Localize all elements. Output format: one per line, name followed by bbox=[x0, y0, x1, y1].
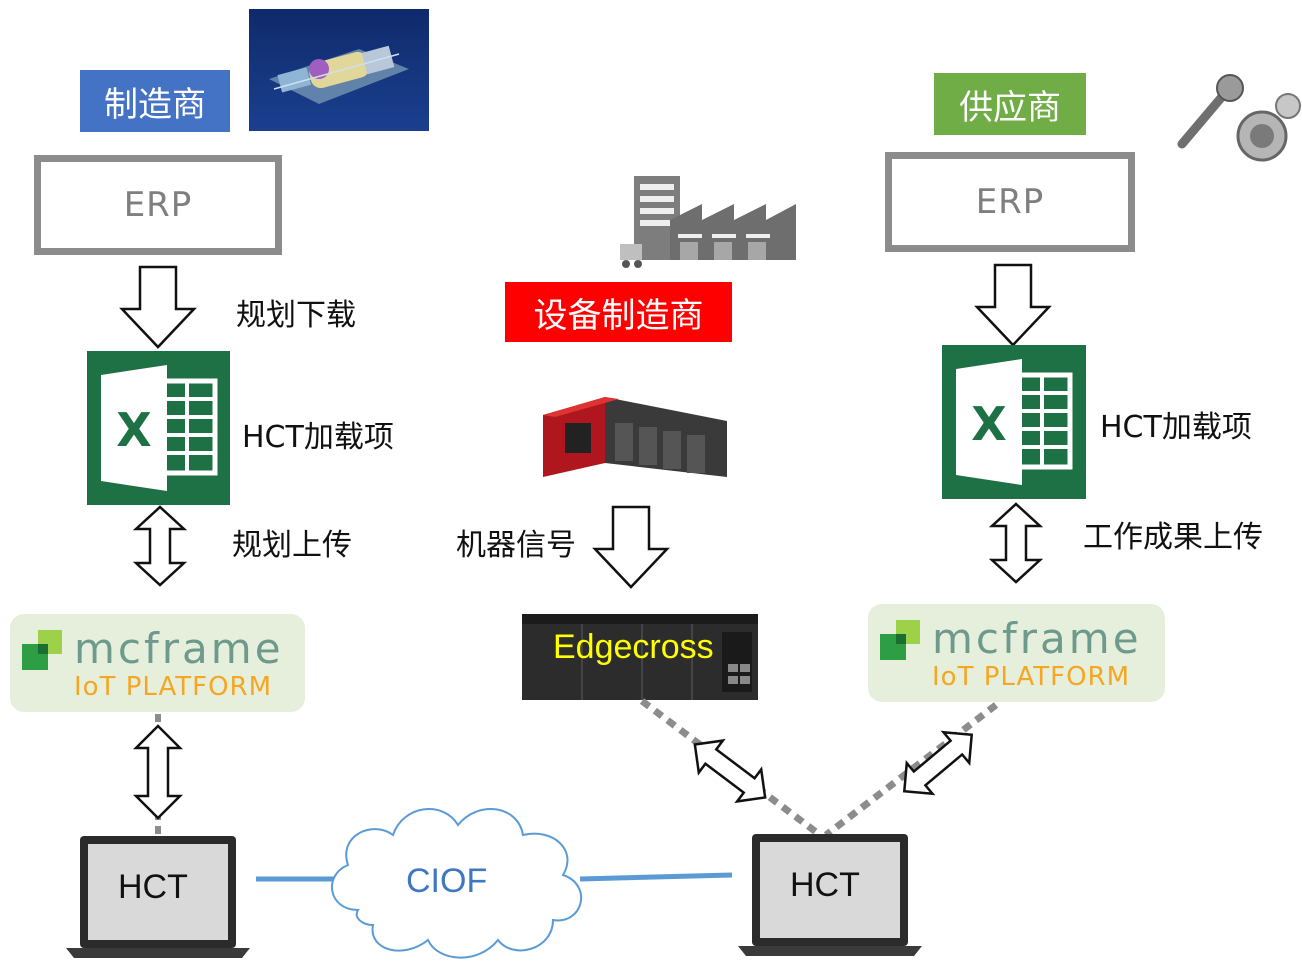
equipment-maker-tag: 设备制造商 bbox=[505, 282, 732, 342]
mcframe-logo-right: mcframe IoT PLATFORM bbox=[868, 604, 1165, 702]
manufacturer-tag: 制造商 bbox=[80, 70, 230, 132]
svg-text:X: X bbox=[116, 403, 151, 457]
supplier-erp-box: ERP bbox=[885, 152, 1135, 252]
mcframe-word: mcframe bbox=[932, 614, 1142, 663]
factory-icon bbox=[620, 176, 796, 268]
laptop-left bbox=[66, 836, 250, 958]
signal-arrow bbox=[592, 505, 670, 589]
edgecross-label: Edgecross bbox=[553, 628, 714, 666]
mcframe-mark-icon bbox=[22, 630, 62, 670]
download-arrow bbox=[119, 265, 197, 349]
machine-signal-label: 机器信号 bbox=[456, 528, 576, 563]
edgecross-device-image bbox=[522, 614, 758, 700]
supplier-upload-label: 工作成果上传 bbox=[1083, 520, 1263, 555]
excel-icon: X bbox=[87, 351, 230, 505]
mcframe-mark-icon bbox=[880, 620, 920, 660]
machine-image bbox=[249, 9, 429, 131]
supplier-tag: 供应商 bbox=[934, 73, 1086, 135]
download-label: 规划下载 bbox=[236, 298, 356, 333]
supplier-addin-label: HCT加载项 bbox=[1100, 410, 1252, 445]
laptop-right bbox=[738, 834, 922, 956]
mcframe-logo-left: mcframe IoT PLATFORM bbox=[10, 614, 305, 712]
plc-device-image bbox=[543, 397, 727, 477]
upload-double-arrow bbox=[132, 505, 188, 587]
mcframe-sub: IoT PLATFORM bbox=[74, 672, 273, 702]
manufacturer-erp-box: ERP bbox=[34, 155, 282, 255]
hct-left-label: HCT bbox=[118, 868, 188, 906]
mcframe-laptop-link bbox=[132, 714, 184, 834]
cloud-icon bbox=[331, 808, 582, 959]
supplier-download-arrow bbox=[974, 263, 1052, 347]
mcframe-word: mcframe bbox=[74, 624, 284, 673]
svg-text:X: X bbox=[971, 397, 1006, 451]
hct-connections bbox=[639, 698, 999, 838]
supplier-excel-icon: X bbox=[942, 345, 1086, 499]
gear-parts-image bbox=[1177, 74, 1301, 162]
mcframe-sub: IoT PLATFORM bbox=[932, 662, 1131, 692]
hct-right-label: HCT bbox=[790, 866, 860, 904]
cloud-label: CIOF bbox=[406, 862, 488, 900]
manufacturer-addin-label: HCT加载项 bbox=[242, 420, 394, 455]
supplier-upload-double-arrow bbox=[988, 502, 1044, 584]
network-link-line bbox=[256, 872, 733, 882]
manufacturer-upload-label: 规划上传 bbox=[232, 528, 352, 563]
